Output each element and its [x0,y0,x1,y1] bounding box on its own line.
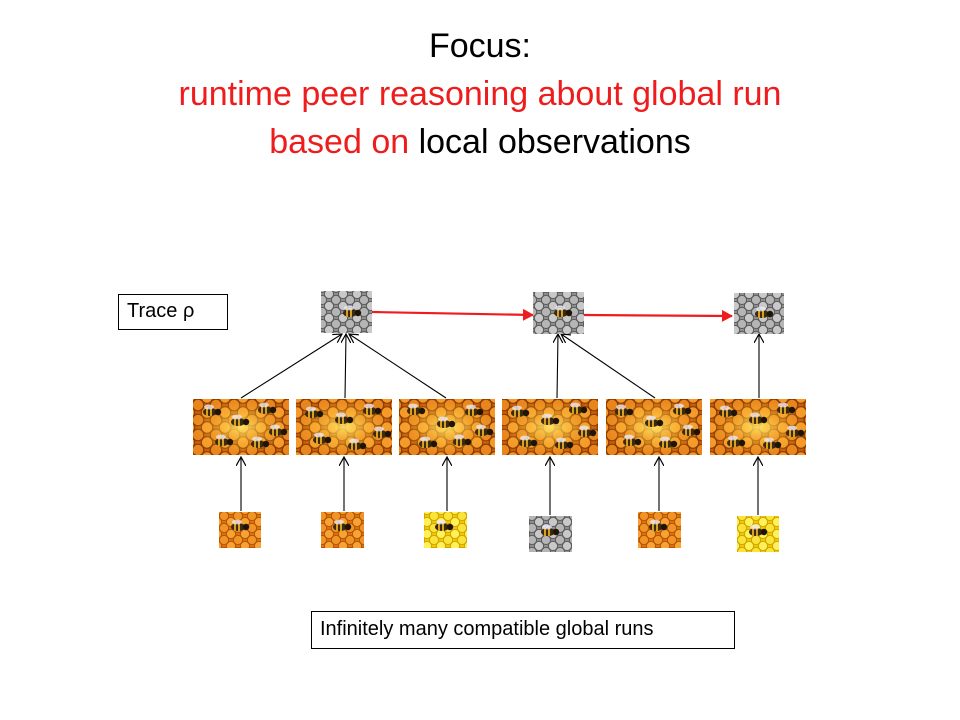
global-to-trace-arrow [345,334,346,399]
trace-arrow-2 [583,309,733,322]
local-node-3 [424,512,467,548]
trace-node-3 [734,293,784,334]
local-node-5 [638,512,681,548]
global-run-node-2 [296,399,392,455]
title-local-observations: local observations [418,123,691,161]
local-node-2 [321,512,364,548]
trace-label: Trace ρ [118,294,228,330]
trace-arrow-1 [371,308,534,321]
trace-node-1 [321,291,372,333]
local-node-4 [529,516,572,552]
title-third-line: based on local observations [0,118,960,166]
global-to-trace-arrow [561,334,656,399]
local-node-6 [737,516,779,552]
slide-title: Focus: runtime peer reasoning about glob… [0,22,960,166]
global-to-trace-arrow [240,334,342,399]
title-based-on: based on [269,123,410,161]
global-run-node-4 [502,399,598,455]
global-run-node-6 [710,399,806,455]
trace-node-2 [533,292,584,334]
local-node-1 [219,512,261,548]
global-run-node-1 [193,399,289,455]
compatible-runs-label: Infinitely many compatible global runs [311,611,735,649]
global-to-trace-arrow [557,334,558,399]
global-to-trace-arrow [349,334,447,399]
title-main-line: runtime peer reasoning about global run [178,75,782,113]
global-run-node-5 [606,399,702,455]
title-focus: Focus: [428,27,532,65]
global-run-node-3 [399,399,495,455]
